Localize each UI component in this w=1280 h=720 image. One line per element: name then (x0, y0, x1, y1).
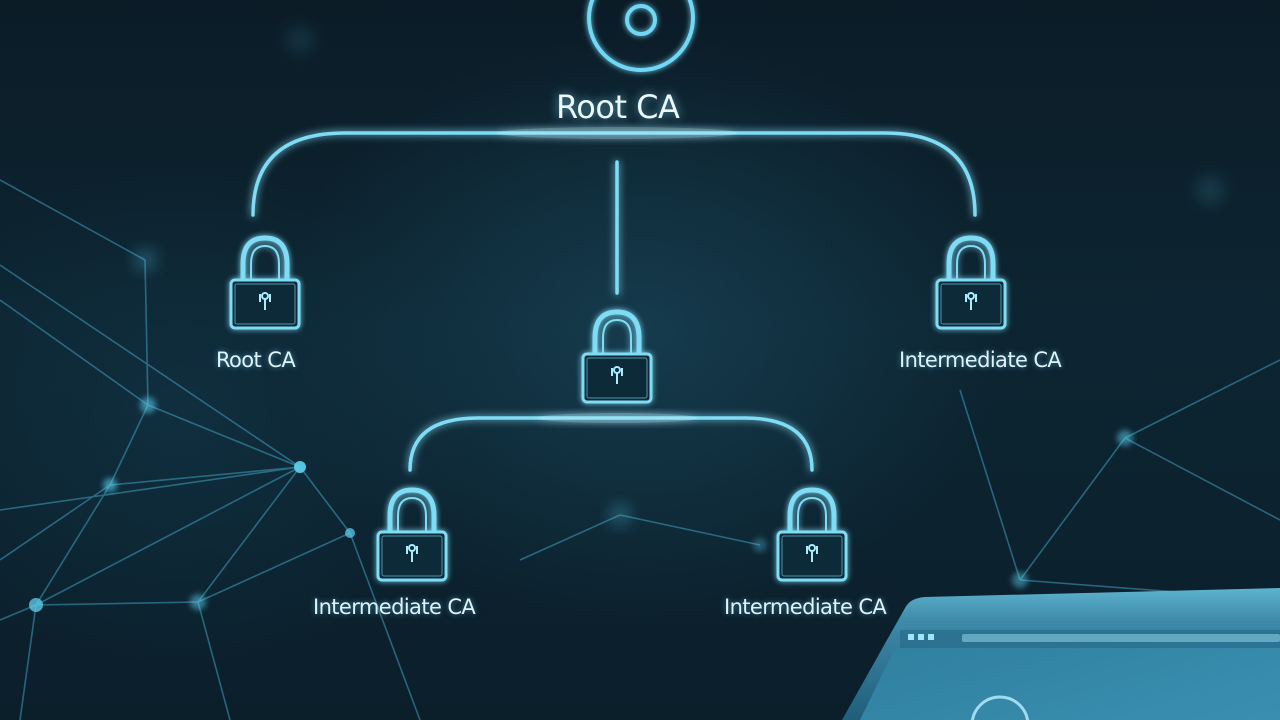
node-label-bottom-right: Intermediate CA (724, 595, 887, 619)
node-label-right: Intermediate CA (899, 348, 1062, 372)
node-label-bottom-left: Intermediate CA (313, 595, 476, 619)
root-ca-title: Root CA (556, 88, 680, 126)
node-label-left: Root CA (216, 348, 296, 372)
